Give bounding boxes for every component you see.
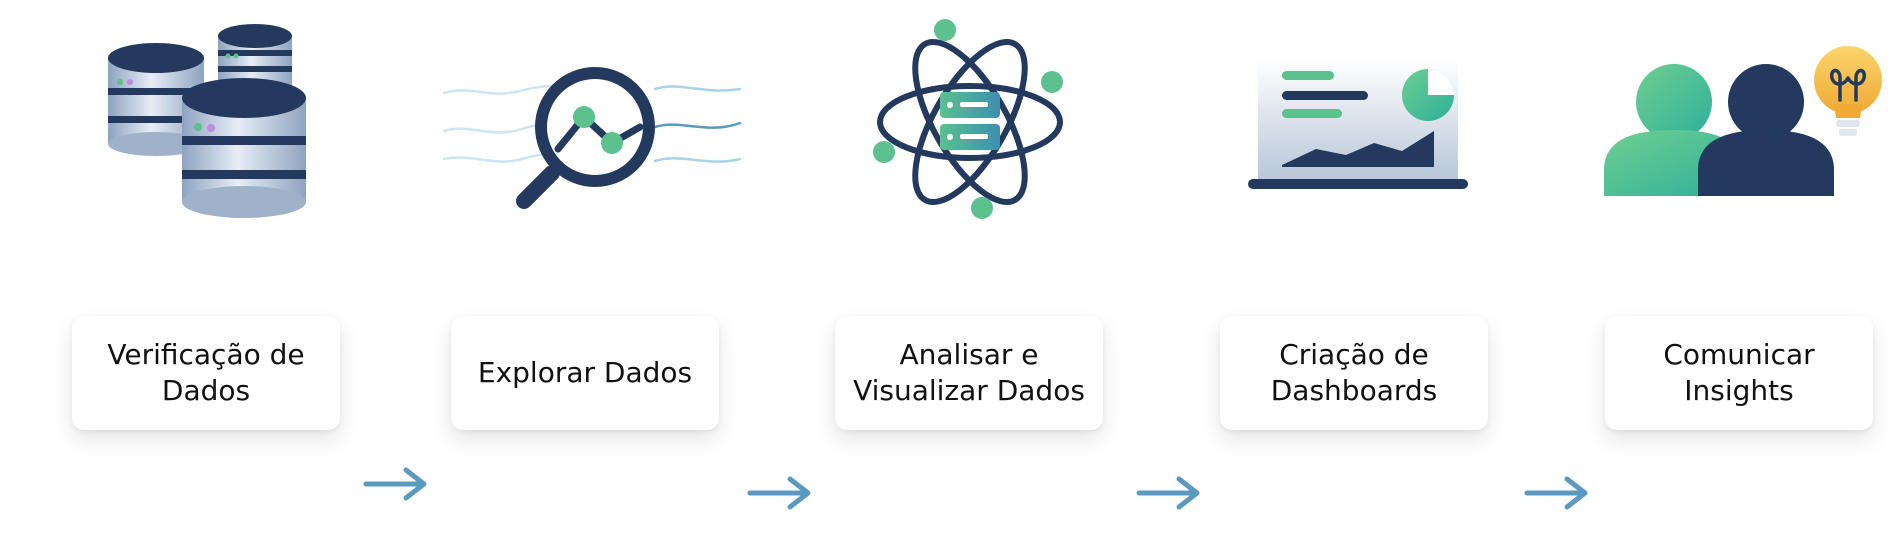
- step-label-verificacao: Verificação de Dados: [107, 338, 305, 407]
- step-label-insights: Comunicar Insights: [1663, 338, 1815, 407]
- step-label-analisar: Analisar e Visualizar Dados: [853, 338, 1085, 407]
- laptop-base: [1248, 179, 1468, 189]
- magnifier-data-icon: [442, 67, 742, 209]
- server-icon: [940, 92, 1000, 150]
- atom-server-icon: [873, 19, 1063, 219]
- flow-arrow-4: [1524, 476, 1588, 510]
- dashboard-pie-chart: [1402, 69, 1454, 121]
- flow-arrow-3: [1136, 476, 1200, 510]
- atom-electrons: [873, 19, 1063, 219]
- database-cylinder-front: [182, 78, 306, 218]
- dashboard-area-chart: [1282, 131, 1434, 167]
- step-card-analisar: Analisar e Visualizar Dados: [835, 316, 1103, 430]
- step-card-dashboards: Criação de Dashboards: [1220, 316, 1488, 430]
- person-navy: [1698, 64, 1834, 196]
- lightbulb-icon: [1814, 46, 1882, 136]
- database-stack-icon: [108, 24, 306, 218]
- step-card-insights: Comunicar Insights: [1605, 316, 1873, 430]
- step-card-verificacao: Verificação de Dados: [72, 316, 340, 430]
- step-label-explorar: Explorar Dados: [477, 356, 693, 389]
- atom-orbits: [877, 39, 1063, 205]
- flow-arrow-2: [747, 476, 811, 510]
- laptop-dashboard-icon: [1248, 59, 1468, 189]
- dashboard-legend-bars: [1282, 71, 1368, 118]
- step-card-explorar: Explorar Dados: [451, 316, 719, 430]
- people-lightbulb-icon: [1604, 46, 1882, 196]
- flow-arrow-1: [363, 467, 427, 501]
- step-label-dashboards: Criação de Dashboards: [1270, 338, 1438, 407]
